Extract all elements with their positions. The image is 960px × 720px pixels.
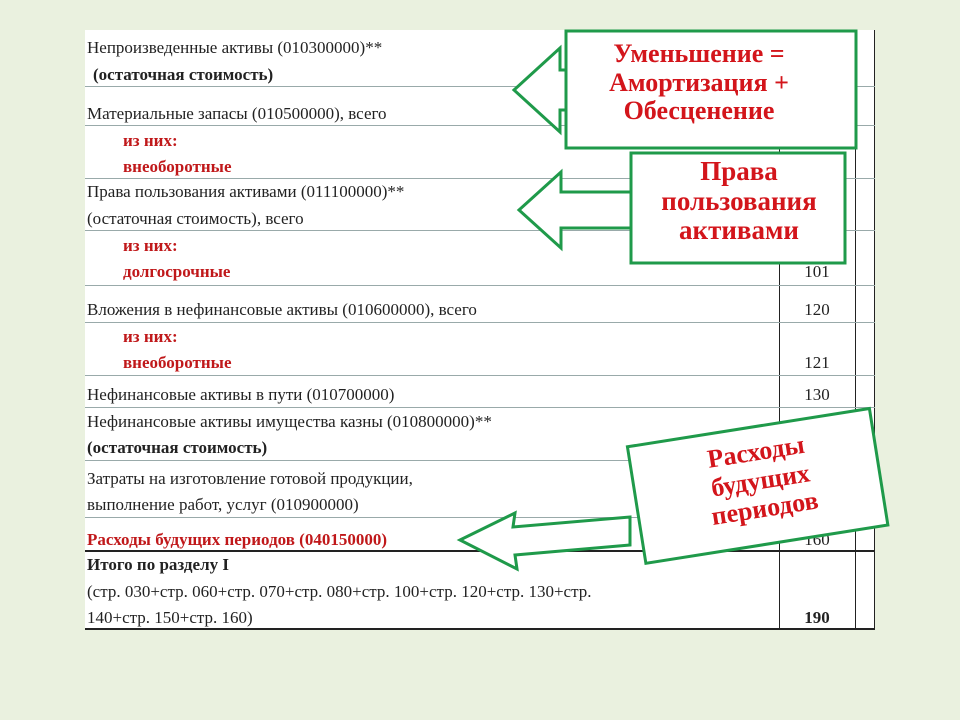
row-label: (остаточная стоимость) — [93, 65, 274, 84]
row-divider — [85, 460, 875, 461]
row-divider — [85, 517, 875, 518]
left-arrow-icon — [516, 168, 637, 252]
row-label: долгосрочные — [123, 262, 231, 281]
row-label: Итого по разделу I — [87, 555, 229, 574]
row-label: Материальные запасы (010500000), всего — [87, 104, 387, 123]
callout-line: активами — [679, 215, 799, 246]
row-divider — [85, 230, 875, 231]
row-label: Вложения в нефинансовые активы (01060000… — [87, 300, 477, 319]
callout-box — [625, 406, 890, 566]
row-label: выполнение работ, услуг (010900000) — [87, 495, 359, 514]
row-divider — [85, 125, 875, 126]
row-label: Нефинансовые активы имущества казны (010… — [87, 412, 492, 431]
row-code: 120 — [804, 300, 830, 319]
row-divider — [85, 407, 875, 408]
row-label: Непроизведенные активы (010300000)** — [87, 38, 383, 57]
table-bottom-border — [85, 628, 875, 630]
callout-line: Права — [700, 156, 778, 186]
row-label: внеоборотные — [123, 353, 232, 372]
left-arrow-icon — [456, 510, 632, 572]
column-divider — [855, 30, 856, 630]
future-callout-frame — [456, 406, 890, 572]
callout-line: Уменьшение = — [613, 39, 785, 68]
row-divider — [85, 178, 875, 179]
row-label: (остаточная стоимость) — [87, 438, 268, 457]
row-label: Расходы будущих периодов (040150000) — [87, 530, 387, 549]
rights-callout-text: Права пользования активами — [634, 156, 844, 246]
decrease-callout-frame — [511, 29, 858, 150]
column-divider — [779, 30, 780, 630]
row-code: 101 — [804, 262, 830, 281]
callout-box — [564, 29, 858, 150]
callout-line: Амортизация + — [609, 67, 789, 97]
row-label: 140+стр. 150+стр. 160) — [87, 608, 253, 627]
decrease-callout-text: Уменьшение = Амортизация + Обесценение — [574, 39, 824, 126]
row-divider — [85, 375, 875, 376]
row-divider — [85, 285, 875, 286]
rights-callout-frame — [516, 151, 847, 265]
row-label: (стр. 030+стр. 060+стр. 070+стр. 080+стр… — [87, 582, 592, 601]
row-label: из них: — [123, 131, 178, 150]
column-divider — [874, 30, 875, 630]
callout-box — [629, 151, 847, 265]
row-label: из них: — [123, 327, 178, 346]
row-label: Затраты на изготовление готовой продукци… — [87, 469, 413, 488]
callout-line: пользования — [661, 185, 817, 216]
row-label: (остаточная стоимость), всего — [87, 209, 304, 228]
row-code: 121 — [804, 353, 830, 372]
row-code: 130 — [804, 385, 830, 404]
row-label: внеоборотные — [123, 157, 232, 176]
row-code: 190 — [804, 608, 830, 627]
row-label: Права пользования активами (011100000)** — [87, 182, 405, 201]
row-label: Нефинансовые активы в пути (010700000) — [87, 385, 395, 404]
row-divider — [85, 322, 875, 323]
callout-line: Обесценение — [623, 96, 775, 126]
left-arrow-icon — [511, 44, 570, 136]
row-divider — [85, 86, 875, 87]
row-label: из них: — [123, 236, 178, 255]
